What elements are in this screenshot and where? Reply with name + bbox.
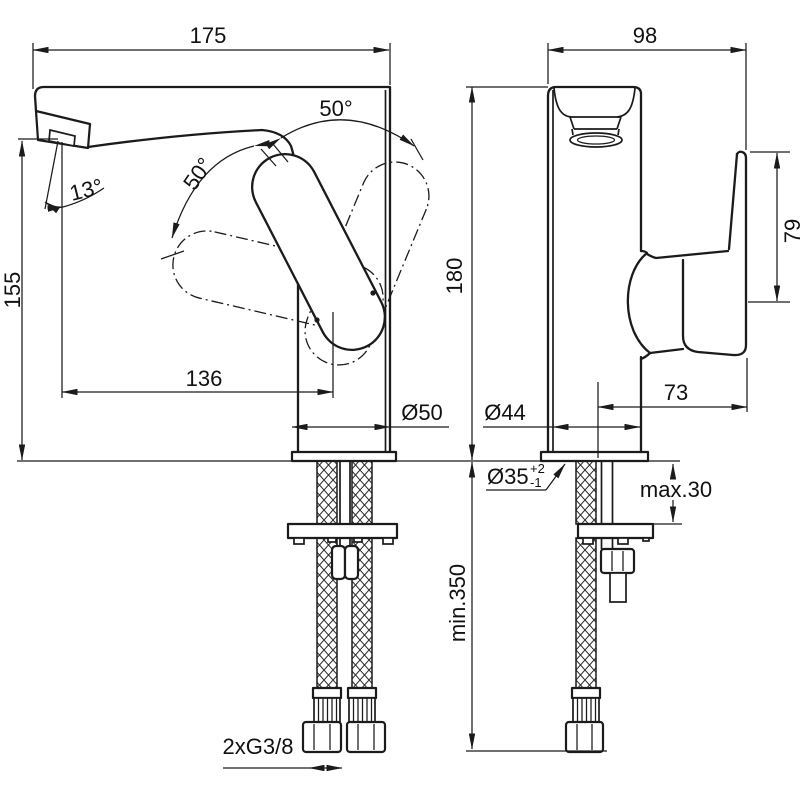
swivel-arcs [160,119,424,260]
dim-body-height-label: 180 [442,258,467,295]
dim-hole-tol-plus: +2 [530,461,545,476]
dim-hose-thread: 2xG3/8 [223,734,343,772]
hose-collar [311,686,343,700]
base-plate [290,450,398,463]
lever-handle [251,153,386,351]
mounting-washer [286,522,399,540]
washer-feet [582,537,650,545]
hose-nut-g38 [564,720,605,754]
dim-handle-depth: 73 [597,358,748,458]
dim-outlet-to-handle: 136 [61,312,334,398]
dim-spray-angle: 13° [44,140,105,398]
dim-base-dia-front-label: Ø44 [484,400,526,425]
dim-body-depth: 98 [547,23,747,150]
dim-lever-height-label: 79 [780,219,800,243]
washer-feet [293,537,394,545]
dim-spout-height: 155 [0,138,58,461]
front-supply-hose [564,460,614,754]
hose-nut-g38 [301,720,343,754]
dim-deck-thickness-label: max.30 [640,477,712,502]
aerator-outlet [48,128,76,148]
aerator [553,87,636,148]
lever-dot [314,317,320,323]
base-plate [539,450,650,463]
dim-base-dia-side: Ø50 [291,400,449,431]
dim-body-height: 180 [442,86,548,461]
dim-spout-reach: 175 [32,23,391,89]
dim-deck-thickness: max.30 [640,463,712,525]
dim-hole-dia: Ø35 +2 -1 [486,461,566,491]
dim-hose-thread-label: 2xG3/8 [223,734,294,759]
dim-body-depth-label: 98 [633,23,657,48]
hose-nut-g38 [345,720,387,754]
dimensions: 175 98 50° 50° 13° 155 136 [0,23,800,772]
mounting-rod-nut [330,544,360,581]
dim-swivel-left-label: 50° [178,153,218,195]
front-faucet-body [546,85,643,454]
dim-hole-tol-minus: -1 [530,475,542,490]
hose-collar [346,686,378,700]
hose-collar [570,686,602,700]
front-view [539,85,748,754]
side-view [33,85,430,754]
dim-base-dia-front: Ø44 [483,400,641,431]
dim-outlet-to-handle-label: 136 [186,366,223,391]
dim-spout-reach-label: 175 [190,23,227,48]
stud-nut [599,547,636,575]
front-lever-profile [626,150,748,361]
dim-swivel-right-label: 50° [319,96,352,121]
dim-handle-depth-label: 73 [664,380,688,405]
dim-base-dia-side-label: Ø50 [401,400,443,425]
dim-spray-angle-label: 13° [67,174,105,206]
mounting-stud [599,547,636,603]
dim-spout-height-label: 155 [0,272,25,309]
side-supply-hoses [301,460,387,754]
dim-hose-length-label: min.350 [445,564,470,642]
lever-dot [370,290,376,296]
dim-lever-height: 79 [748,151,800,303]
mounting-washer [576,522,655,540]
dim-hose-length: min.350 [445,461,607,752]
dim-hole-dia-label: Ø35 [487,464,529,489]
